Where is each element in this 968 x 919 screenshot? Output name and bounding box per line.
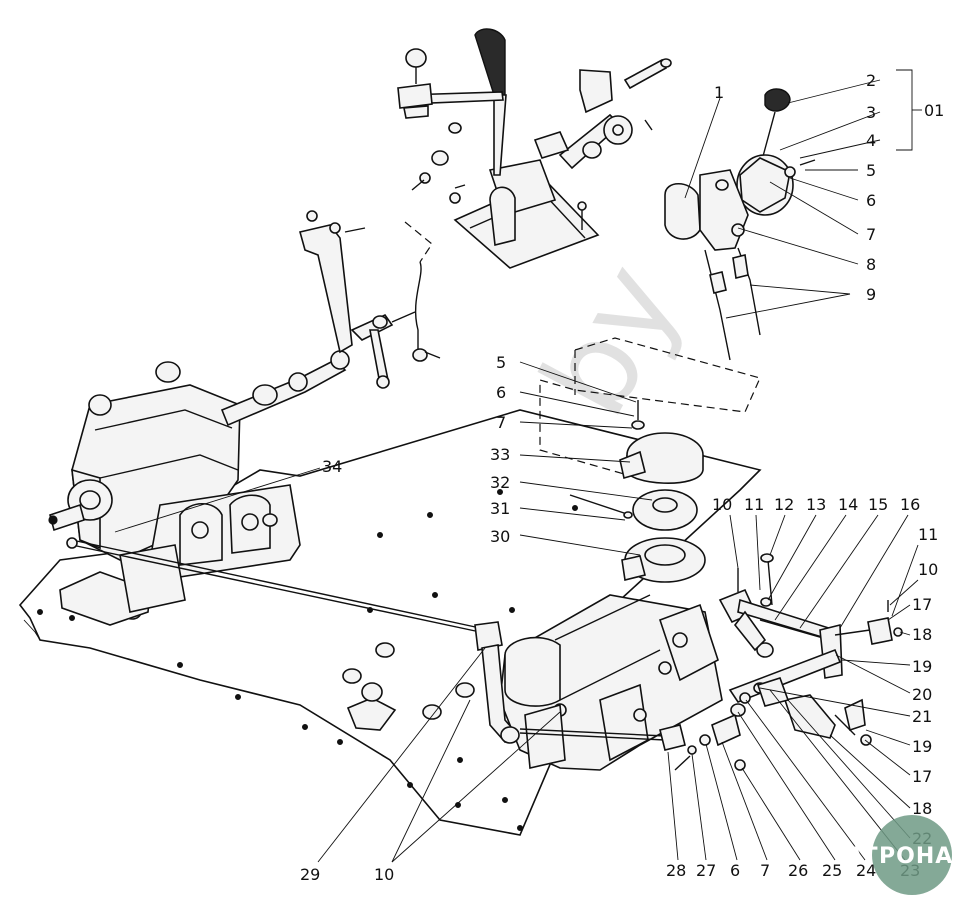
callout-10-bottom: 10: [374, 865, 394, 884]
callout-28: 28: [666, 861, 686, 880]
callout-24: 24: [856, 861, 876, 880]
badge-circle: [872, 815, 952, 895]
callout-30: 30: [490, 527, 510, 546]
callout-14: 14: [838, 495, 858, 514]
group-label: 01: [924, 101, 944, 120]
callout-9: 9: [866, 285, 876, 304]
badge-text: АГРОНА: [846, 844, 953, 869]
right-transmission-body: [499, 594, 723, 771]
callout-20: 20: [912, 685, 932, 704]
callout-31: 31: [490, 499, 510, 518]
shift-lever-assembly: [397, 28, 672, 269]
callout-10-top: 10: [712, 495, 732, 514]
callout-6-mid: 6: [496, 383, 506, 402]
callout-10-right: 10: [918, 560, 938, 579]
callout-11-right: 11: [918, 525, 938, 544]
callout-7-top: 7: [866, 225, 876, 244]
callout-18-bottom: 18: [912, 799, 932, 818]
callout-33: 33: [490, 445, 510, 464]
actuator-disc-stack: [569, 400, 706, 583]
callout-6-top: 6: [866, 191, 876, 210]
callout-32: 32: [490, 473, 510, 492]
callout-27: 27: [696, 861, 716, 880]
agrona-badge: АГРОНА: [846, 815, 953, 895]
callout-5-mid: 5: [496, 353, 506, 372]
callout-25: 25: [822, 861, 842, 880]
callout-15: 15: [868, 495, 888, 514]
callout-8: 8: [866, 255, 876, 274]
callout-29: 29: [300, 865, 320, 884]
callout-1: 1: [714, 83, 724, 102]
callout-19-top: 19: [912, 657, 932, 676]
callout-5-top: 5: [866, 161, 876, 180]
callout-26: 26: [788, 861, 808, 880]
callout-17-bottom: 17: [912, 767, 932, 786]
left-gearbox-assembly: [48, 361, 301, 613]
callout-19-bottom: 19: [912, 737, 932, 756]
callout-11-top: 11: [744, 495, 764, 514]
callout-12: 12: [774, 495, 794, 514]
callout-34: 34: [322, 457, 342, 476]
right-linkage-parts: [674, 553, 903, 771]
long-rod-linkage: [66, 537, 686, 751]
callout-13: 13: [806, 495, 826, 514]
callout-7-bottom: 7: [760, 861, 770, 880]
callout-21: 21: [912, 707, 932, 726]
leader-lines: [114, 69, 922, 863]
callout-16: 16: [900, 495, 920, 514]
cable-route-upper: [539, 337, 761, 481]
left-linkage: [220, 210, 441, 427]
callout-2: 2: [866, 71, 876, 90]
callout-18-top: 18: [912, 625, 932, 644]
callout-3: 3: [866, 103, 876, 122]
callout-17-top: 17: [912, 595, 932, 614]
plate-holes: [36, 489, 658, 831]
callout-7-mid: 7: [496, 413, 506, 432]
callout-6-bottom: 6: [730, 861, 740, 880]
callout-4: 4: [866, 131, 876, 150]
control-head-assembly: [664, 88, 816, 361]
